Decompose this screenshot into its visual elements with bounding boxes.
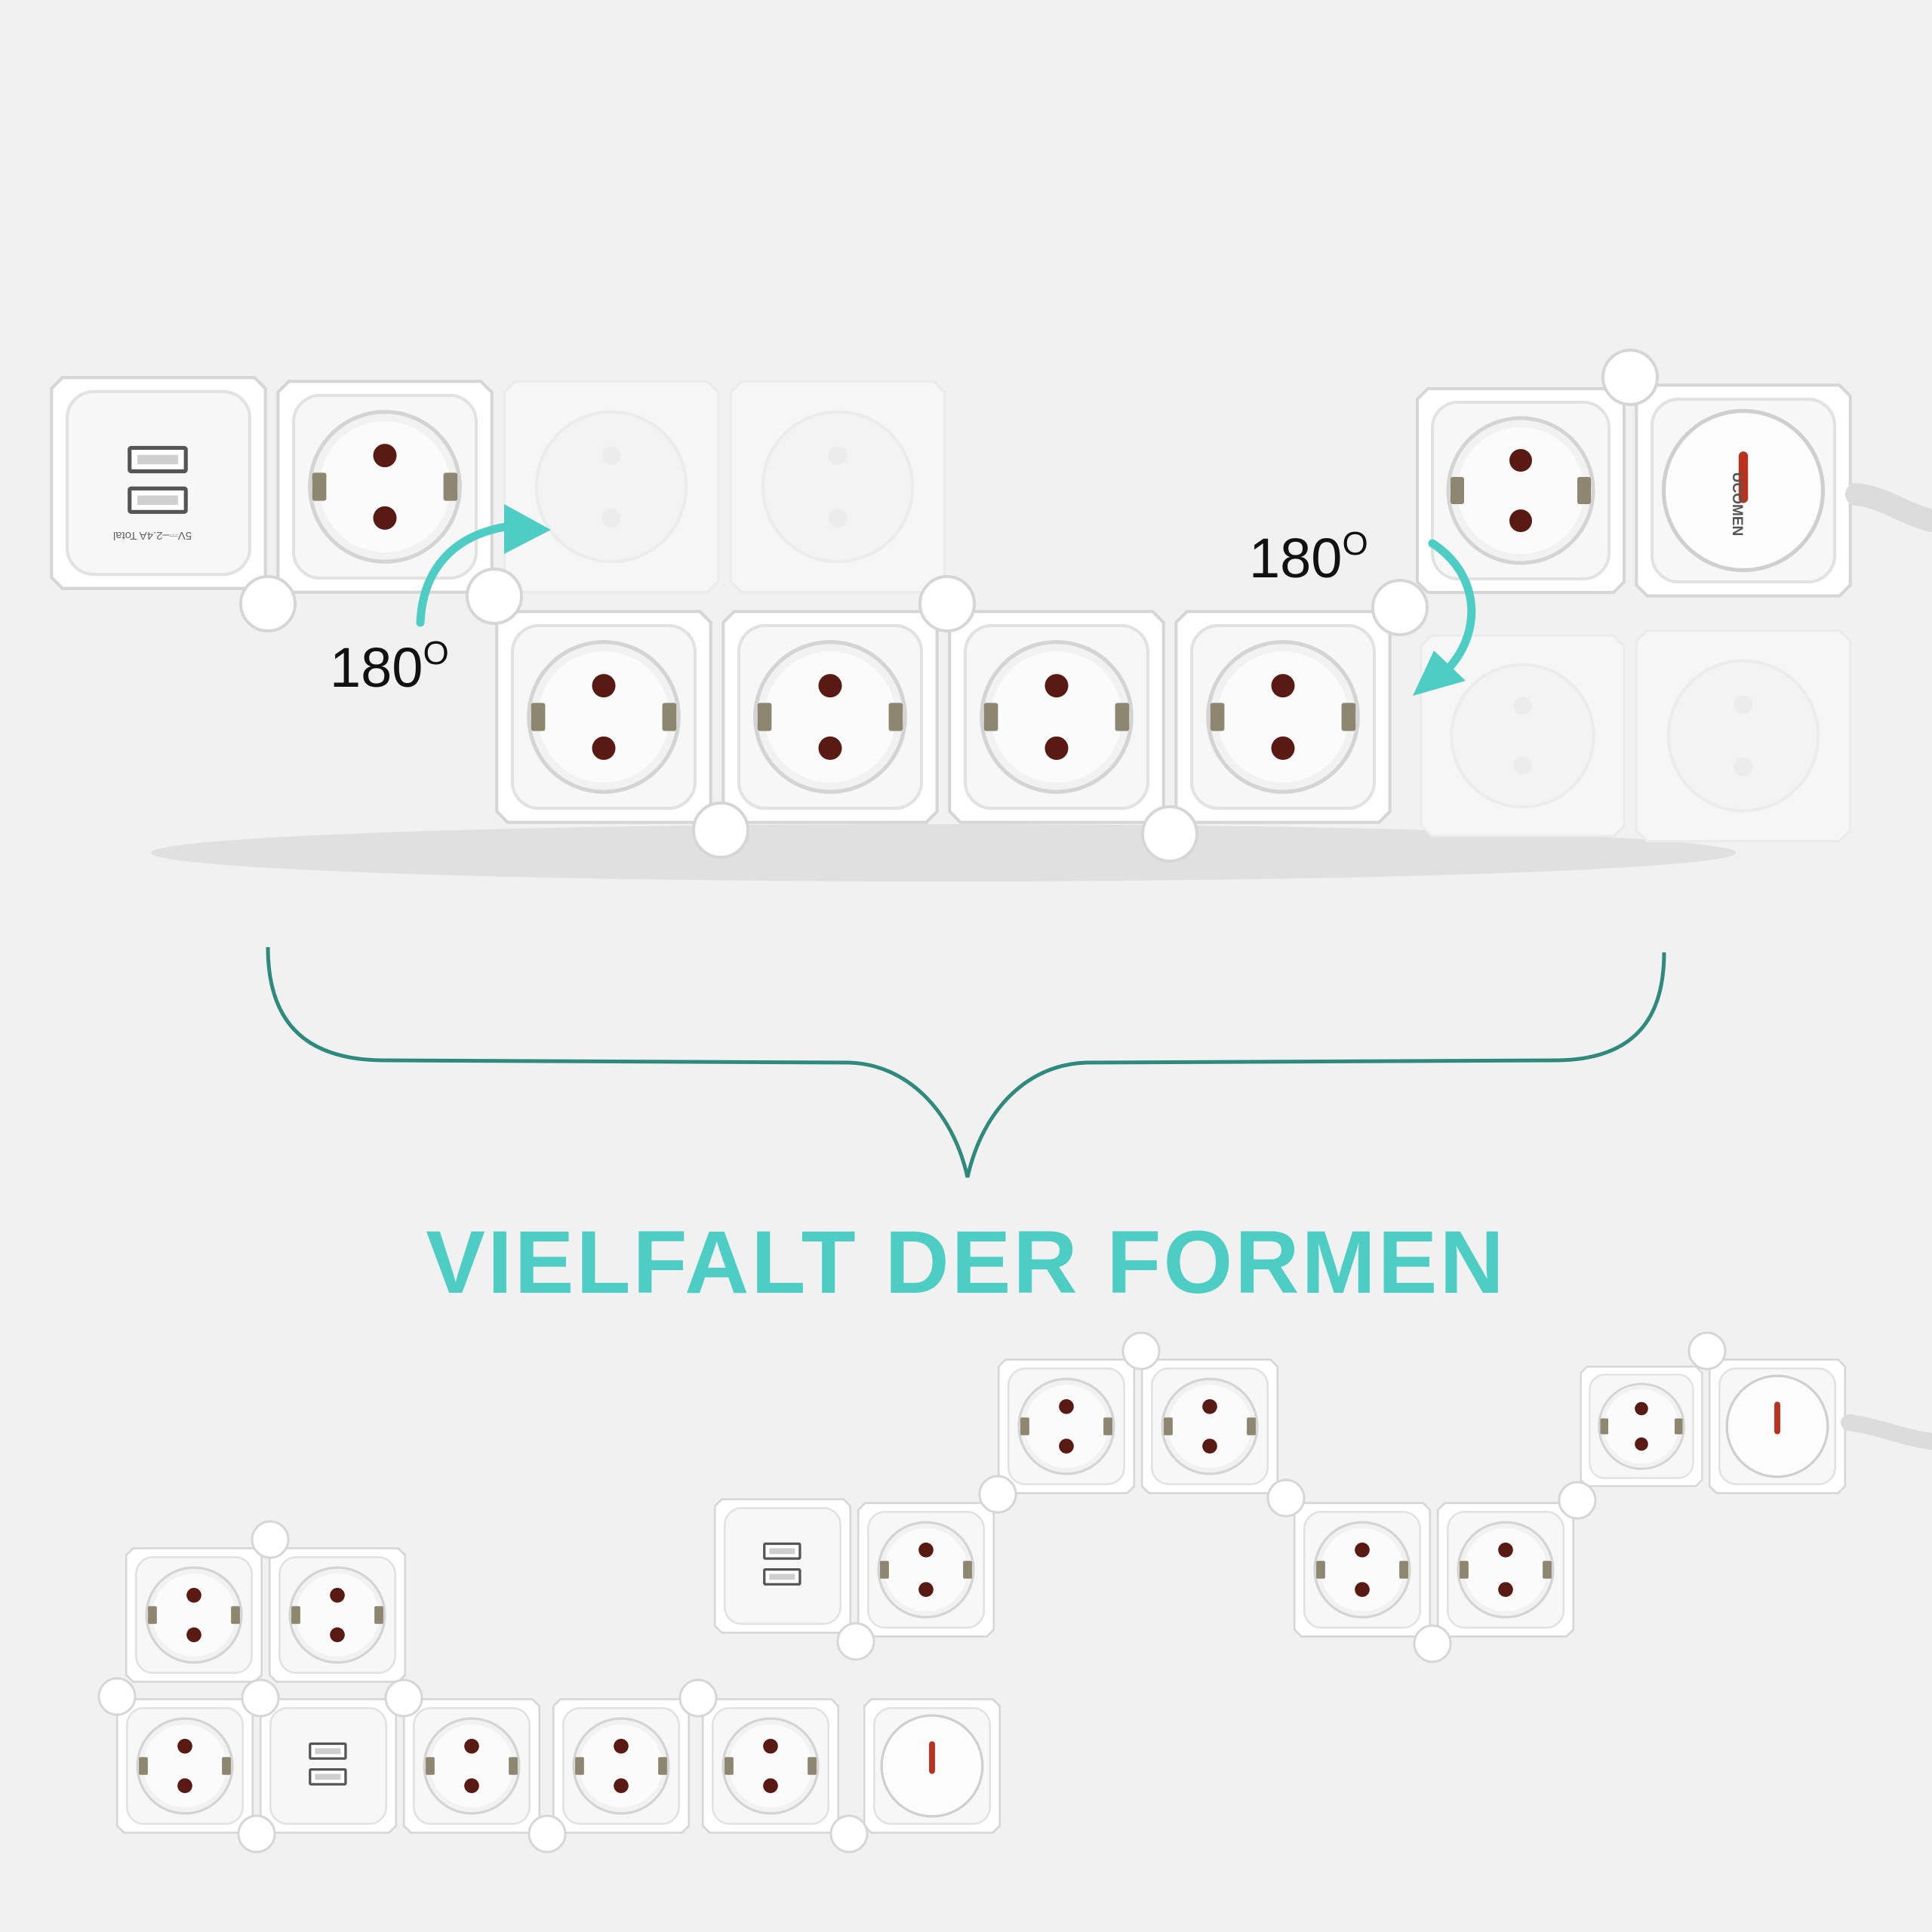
switch-module xyxy=(1708,1358,1847,1495)
rotation-label-left: 180O xyxy=(330,637,449,696)
ghost-switch-module xyxy=(1636,630,1850,841)
socket-module xyxy=(1176,611,1389,822)
hinge-joints xyxy=(239,349,1659,863)
hinge-joints xyxy=(836,1331,1727,1663)
degree-symbol: O xyxy=(1342,525,1368,562)
socket-module xyxy=(125,1546,263,1684)
rotate-arrow-head xyxy=(504,504,551,554)
rotation-label-right: 180O xyxy=(1249,528,1368,586)
socket-module xyxy=(115,1697,254,1835)
socket-module xyxy=(497,611,710,822)
usb-module xyxy=(51,377,265,588)
socket-module xyxy=(1436,1501,1575,1638)
socket-module xyxy=(857,1501,995,1638)
socket-module xyxy=(402,1697,541,1835)
socket-module xyxy=(278,381,491,592)
zigzag-power-strip xyxy=(713,1331,1932,1663)
socket-module xyxy=(552,1697,691,1835)
hinge-joints xyxy=(97,1520,869,1854)
stacked-power-strip xyxy=(97,1520,1001,1854)
brand-text: UCOMEN xyxy=(1729,472,1745,536)
usb-rating-text: 5V⎓–2.4A Total xyxy=(113,529,192,542)
rotate-arrow-icon xyxy=(1428,539,1476,672)
rotate-arrow-head xyxy=(1413,651,1466,696)
strip-shadow xyxy=(151,824,1736,881)
degree-symbol: O xyxy=(423,635,449,672)
socket-module xyxy=(1580,1365,1703,1487)
power-cable-icon xyxy=(1845,483,1932,532)
socket-module xyxy=(997,1358,1136,1495)
socket-module xyxy=(723,611,937,822)
headline: VIELFALT DER FORMEN xyxy=(426,1213,1506,1312)
usb-module xyxy=(713,1497,852,1635)
curly-brace-icon xyxy=(266,946,1666,1178)
usb-module xyxy=(259,1697,398,1835)
socket-module xyxy=(701,1697,840,1835)
socket-module xyxy=(268,1546,407,1684)
rotate-arrow-icon xyxy=(416,522,510,627)
ghost-socket-module xyxy=(504,381,718,592)
power-cable-icon xyxy=(1841,1414,1932,1450)
socket-module xyxy=(1140,1358,1279,1495)
rotation-value: 180 xyxy=(1249,527,1343,589)
ghost-usb-module xyxy=(731,381,944,592)
top-power-strip: 5V⎓–2.4A Total UCOMEN xyxy=(51,349,1932,881)
socket-module xyxy=(949,611,1163,822)
socket-module xyxy=(1293,1501,1432,1638)
rotation-value: 180 xyxy=(330,636,423,699)
switch-module xyxy=(863,1697,1001,1835)
